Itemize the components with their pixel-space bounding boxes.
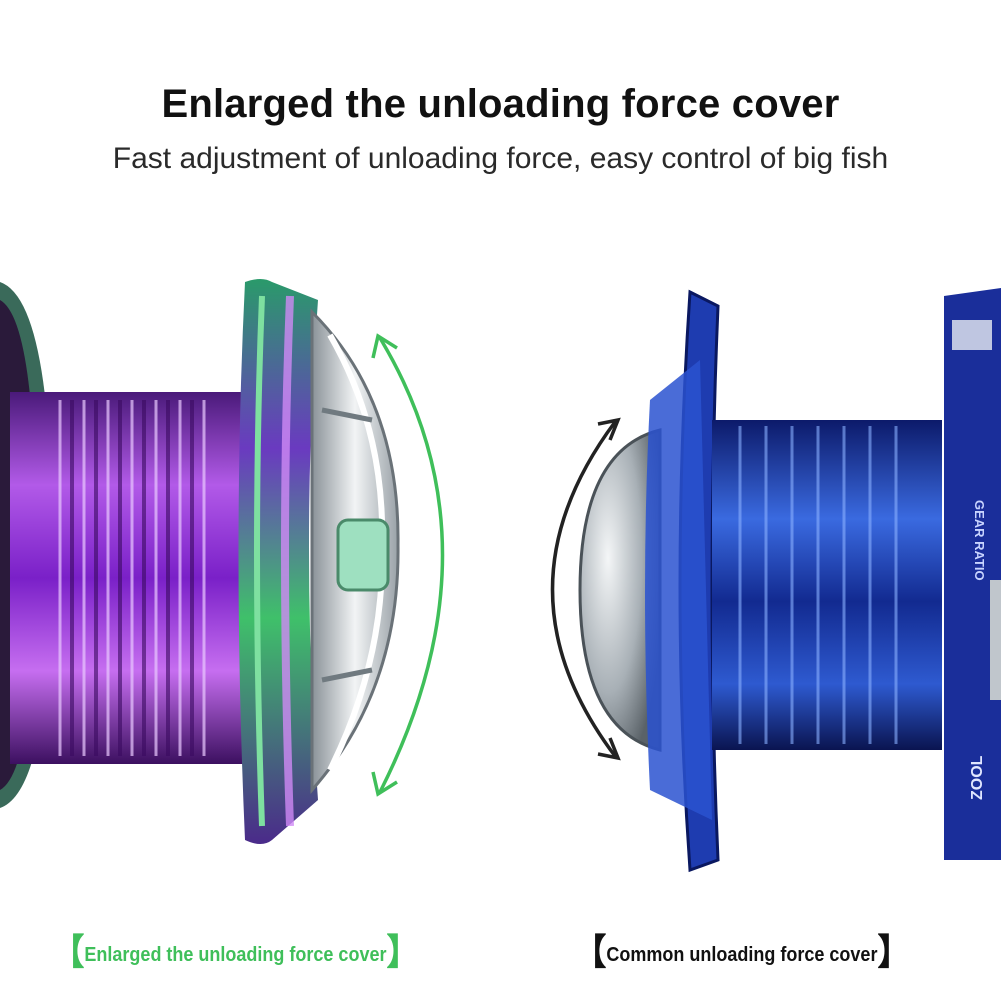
- gear-ratio-marking: GEAR RATIO: [972, 500, 987, 581]
- enlarged-cover-spool: [0, 279, 445, 844]
- caption-text: Common unloading force cover: [606, 944, 878, 966]
- reel-body: [944, 288, 1001, 860]
- drag-knob-center: [336, 518, 390, 592]
- model-marking: ZOOL: [969, 755, 986, 800]
- spool-body-blue: [712, 420, 942, 750]
- subheadline: Fast adjustment of unloading force, easy…: [112, 142, 889, 175]
- spool-body: [10, 392, 250, 764]
- caption-common-cover: 【Common unloading force cover】: [574, 930, 910, 974]
- caption-enlarged-cover: 【Enlarged the unloading force cover】: [52, 930, 419, 974]
- caption-open-bracket: 【: [52, 931, 85, 972]
- caption-open-bracket: 【: [574, 931, 607, 972]
- spool-rim: [238, 279, 318, 844]
- rotation-arrow-black: [550, 420, 617, 758]
- caption-text: Enlarged the unloading force cover: [84, 944, 387, 966]
- spool-ribs: [58, 400, 206, 756]
- rotation-arrow-green: [378, 337, 445, 793]
- headline: Enlarged the unloading force cover: [161, 82, 840, 126]
- caption-close-bracket: 】: [386, 931, 419, 972]
- common-cover-spool: GEAR RATIO ZOOL: [550, 288, 1001, 873]
- caption-close-bracket: 】: [877, 931, 910, 972]
